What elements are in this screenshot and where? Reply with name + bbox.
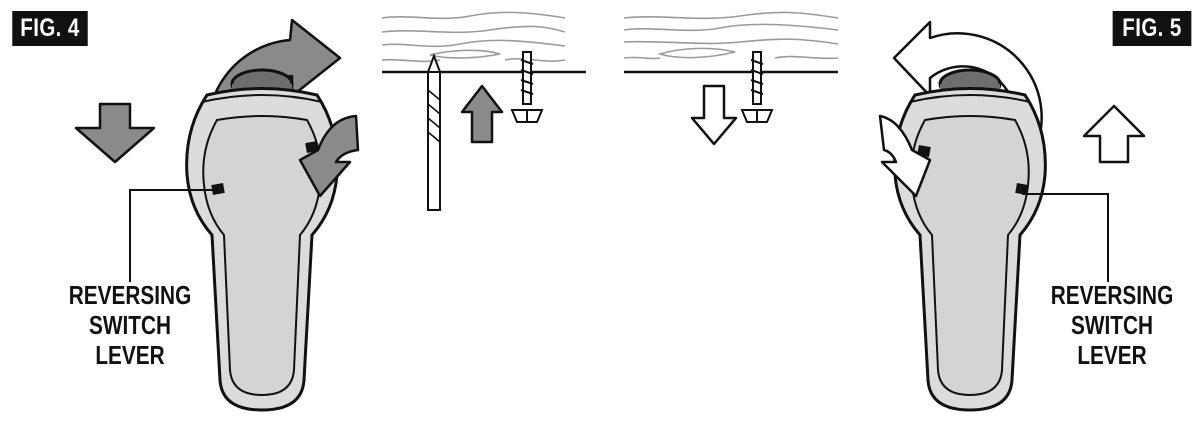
fig4-drill xyxy=(185,68,339,412)
screw-right xyxy=(740,51,774,123)
callout-line: LEVER xyxy=(95,340,165,370)
fig4-callout-leader xyxy=(129,189,214,282)
fig5-down-arrow xyxy=(690,84,738,146)
fig5-up-arrow xyxy=(1082,104,1146,164)
fig4-label: FIG. 4 xyxy=(12,11,88,46)
fig5-side-arrow xyxy=(878,114,932,198)
fig5-callout-leader xyxy=(1022,193,1109,282)
fig5-drill xyxy=(893,68,1047,412)
fig4-up-arrow xyxy=(460,84,504,144)
fig5-label: FIG. 5 xyxy=(1112,11,1192,46)
callout-line: REVERSING xyxy=(1050,280,1174,310)
callout-line: REVERSING xyxy=(68,280,192,310)
fig4-down-arrow xyxy=(74,102,156,164)
callout-line: LEVER xyxy=(1077,340,1147,370)
wood-board-left xyxy=(381,11,586,74)
callout-line: SWITCH xyxy=(88,310,172,340)
screw-left xyxy=(510,51,544,123)
fig4-side-arrow xyxy=(298,114,360,198)
fig5-callout: REVERSING SWITCH LEVER xyxy=(1032,280,1192,370)
callout-line: SWITCH xyxy=(1070,310,1154,340)
drill-bit xyxy=(426,53,442,211)
fig4-callout: REVERSING SWITCH LEVER xyxy=(50,280,210,370)
wood-board-right xyxy=(623,11,839,74)
